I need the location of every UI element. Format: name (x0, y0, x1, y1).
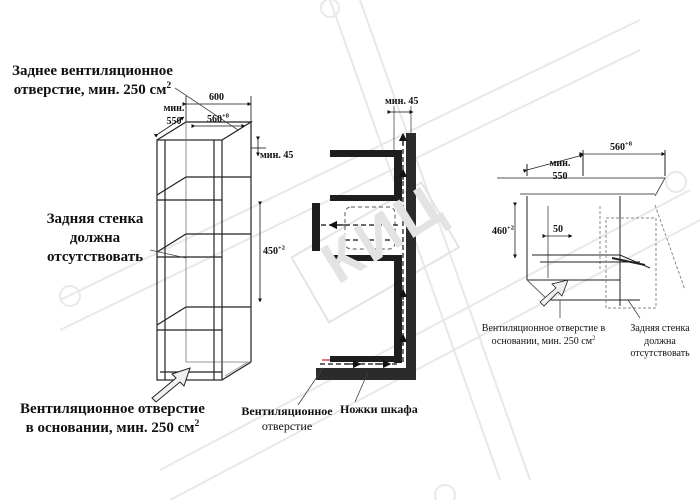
dim-560-left-value: 560 (207, 114, 222, 125)
dim-560-right-value: 560 (610, 142, 625, 153)
back-wall-line2: должна (69, 229, 121, 246)
right-base-vent-line2-wrap: основании, мин. 250 см2 (476, 334, 611, 349)
back-wall-line1: Задняя стенка (46, 211, 144, 227)
rear-vent-label: Заднее вентиляционное отверстие, мин. 25… (0, 62, 185, 100)
right-base-vent-line1: Вентиляционное отверстие в (481, 323, 606, 334)
dim-550-left-value: 550 (166, 115, 182, 127)
back-wall-line3: отсутствовать (46, 248, 144, 265)
dim-550-left-min: мин. (163, 103, 185, 114)
left-cabinet-dimensions (149, 87, 266, 303)
right-back-wall-label: Задняя стенка должна отсутствовать (624, 323, 696, 361)
dim-50: 50 (553, 224, 563, 235)
right-back-wall-line2: должна (644, 335, 676, 347)
dim-450-sup: +2 (278, 244, 285, 252)
right-base-vent-line2: основании, мин. 250 см (491, 335, 593, 347)
rear-vent-line2: отверстие, мин. 250 см (13, 81, 167, 98)
dim-460-sup: +2 (507, 224, 514, 232)
dim-560-right-sup: +8 (625, 140, 632, 148)
left-cabinet (156, 121, 254, 381)
middle-vent-line2: отверстие (261, 419, 313, 433)
rear-vent-sup: 2 (166, 79, 172, 91)
dim-550-right-min: мин. (549, 158, 571, 169)
dim-min45-middle: мин. 45 (385, 96, 419, 107)
back-wall-label: Задняя стенка должна отсутствовать (20, 210, 170, 266)
base-vent-arrow (151, 367, 191, 403)
dim-460-value: 460 (492, 226, 507, 237)
right-base-vent-sup: 2 (592, 334, 596, 342)
dim-450: 450+2 (263, 244, 285, 259)
base-vent-line2: в основании, мин. 250 см (25, 419, 195, 436)
middle-cross-section (297, 106, 416, 406)
dim-560-left: 560+8 (207, 112, 229, 127)
right-back-wall-line3: отсутствовать (630, 348, 690, 359)
dim-460: 460+2 (492, 224, 514, 239)
right-back-wall-line1: Задняя стенка (630, 323, 690, 334)
right-base-vent-label: Вентиляционное отверстие в основании, ми… (476, 323, 611, 348)
base-vent-sup: 2 (194, 417, 200, 429)
dim-550-right-value: 550 (552, 170, 568, 182)
right-built-in (497, 150, 686, 319)
rear-vent-line1: Заднее вентиляционное (12, 63, 173, 79)
middle-vent-line1: Вентиляционное (241, 404, 333, 418)
base-vent-line1: Вентиляционное отверстие (20, 401, 205, 417)
base-vent-label: Вентиляционное отверстие в основании, ми… (0, 400, 225, 438)
dim-560-left-sup: +8 (222, 112, 229, 120)
right-base-vent-arrow (539, 279, 569, 307)
dim-450-value: 450 (263, 246, 278, 257)
dim-550-right: мин. 550 (544, 158, 576, 183)
rear-vent-line2-wrap: отверстие, мин. 250 см2 (0, 79, 185, 100)
legs-label: Ножки шкафа (340, 402, 418, 416)
dim-560-right: 560+8 (610, 140, 632, 155)
dim-600: 600 (209, 92, 224, 103)
base-vent-line2-wrap: в основании, мин. 250 см2 (0, 417, 225, 438)
dim-min45-left: мин. 45 (260, 150, 294, 161)
middle-vent-label: Вентиляционное отверстие (232, 404, 342, 434)
dim-550-left: мин. 550 (158, 103, 190, 128)
